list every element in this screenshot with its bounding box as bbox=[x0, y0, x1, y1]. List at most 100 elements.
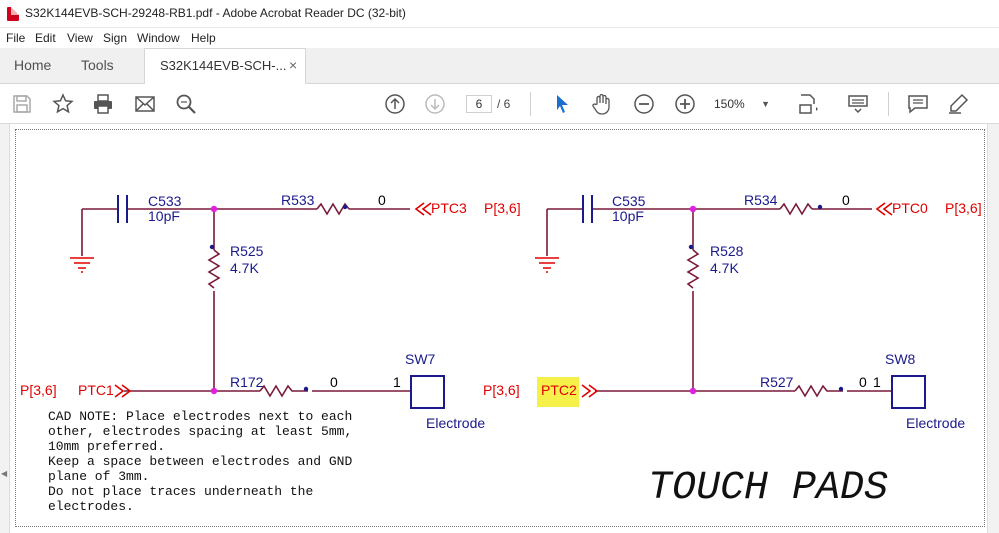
tab-tools[interactable]: Tools bbox=[81, 57, 114, 73]
sw7-electrode-label: Electrode bbox=[426, 415, 485, 431]
select-cursor-icon[interactable] bbox=[550, 92, 574, 116]
sw7-label: SW7 bbox=[405, 351, 436, 367]
email-icon[interactable] bbox=[133, 92, 157, 116]
toolbar: 6 / 6 150% ▼ bbox=[0, 84, 999, 124]
right-circuit: C535 10pF R534 0 PTC0 P[3,6] R528 4.7K P… bbox=[483, 192, 982, 431]
resistor-r533 bbox=[316, 202, 350, 216]
page-total: / 6 bbox=[497, 97, 511, 111]
ptc2-ref-label: P[3,6] bbox=[483, 382, 520, 398]
ground-symbol bbox=[70, 257, 94, 273]
left-circuit: C533 10pF R533 0 PTC3 P[3,6] R525 4.7K P… bbox=[20, 192, 521, 431]
cad-note-line: other, electrodes spacing at least 5mm, bbox=[48, 424, 352, 439]
tab-home[interactable]: Home bbox=[14, 57, 52, 73]
zoom-out-icon[interactable] bbox=[632, 92, 656, 116]
ptc3-ref-label: P[3,6] bbox=[484, 200, 521, 216]
ptc2-net-label: PTC2 bbox=[541, 382, 577, 398]
ptc3-net-label: PTC3 bbox=[431, 200, 467, 216]
junction-dot bbox=[689, 205, 697, 213]
next-page-icon[interactable] bbox=[423, 92, 447, 116]
menu-help[interactable]: Help bbox=[191, 31, 216, 45]
toolbar-separator bbox=[888, 92, 889, 116]
highlight-pen-icon[interactable] bbox=[946, 92, 970, 116]
menu-view[interactable]: View bbox=[67, 31, 93, 45]
search-highlight bbox=[537, 377, 579, 407]
cad-note: CAD NOTE: Place electrodes next to each … bbox=[48, 409, 352, 514]
ptc1-net-label: PTC1 bbox=[78, 382, 114, 398]
bookmark-star-icon[interactable] bbox=[51, 92, 75, 116]
c535-label: C535 bbox=[612, 193, 646, 209]
ptc0-ref-label: P[3,6] bbox=[945, 200, 982, 216]
cad-note-line: Do not place traces underneath the bbox=[48, 484, 313, 499]
r172-label: R172 bbox=[230, 374, 264, 390]
resistor-r172 bbox=[259, 384, 309, 398]
r525-label: R525 bbox=[230, 243, 264, 259]
cad-note-line: plane of 3mm. bbox=[48, 469, 149, 484]
page-fit-icon[interactable] bbox=[796, 92, 820, 116]
junction-dot bbox=[210, 205, 218, 213]
resistor-r534 bbox=[779, 202, 823, 216]
capacitor-c535 bbox=[582, 195, 593, 223]
cad-note-line: 10mm preferred. bbox=[48, 439, 165, 454]
menu-file[interactable]: File bbox=[6, 31, 26, 45]
hand-pan-icon[interactable] bbox=[590, 92, 614, 116]
cad-note-line: electrodes. bbox=[48, 499, 134, 514]
ptc0-net-label: PTC0 bbox=[892, 200, 928, 216]
tab-close-button[interactable]: × bbox=[289, 57, 298, 73]
c533-value: 10pF bbox=[148, 208, 180, 224]
r172-value: 0 bbox=[330, 374, 338, 390]
junction-dot bbox=[689, 387, 697, 395]
scroll-mode-icon[interactable] bbox=[846, 92, 870, 116]
vertical-scrollbar[interactable] bbox=[987, 124, 999, 533]
save-icon[interactable] bbox=[10, 92, 34, 116]
r533-value: 0 bbox=[378, 192, 386, 208]
r534-value: 0 bbox=[842, 192, 850, 208]
menu-edit[interactable]: Edit bbox=[35, 31, 56, 45]
zoom-level-value: 150% bbox=[714, 97, 745, 111]
title-bar: S32K144EVB-SCH-29248-RB1.pdf - Adobe Acr… bbox=[0, 0, 999, 28]
cad-note-line: Keep a space between electrodes and GND bbox=[48, 454, 352, 469]
r528-value: 4.7K bbox=[710, 260, 739, 276]
menu-sign[interactable]: Sign bbox=[103, 31, 128, 45]
toolbar-separator bbox=[530, 92, 531, 116]
document-view[interactable] bbox=[0, 124, 999, 533]
r525-value: 4.7K bbox=[230, 260, 259, 276]
resistor-r528 bbox=[686, 244, 700, 289]
page-number-input[interactable]: 6 bbox=[466, 95, 492, 113]
capacitor-c533 bbox=[117, 195, 128, 223]
sw8-label: SW8 bbox=[885, 351, 916, 367]
pdf-file-icon bbox=[7, 7, 19, 21]
window-title: S32K144EVB-SCH-29248-RB1.pdf - Adobe Acr… bbox=[25, 6, 406, 20]
r527-value: 0 bbox=[859, 374, 867, 390]
r527-label: R527 bbox=[760, 374, 794, 390]
tab-document[interactable]: S32K144EVB-SCH-... × bbox=[144, 48, 306, 84]
junction-dot bbox=[210, 387, 218, 395]
print-icon[interactable] bbox=[91, 92, 115, 116]
menu-window[interactable]: Window bbox=[137, 31, 180, 45]
r533-label: R533 bbox=[281, 192, 315, 208]
zoom-level-select[interactable]: 150% ▼ bbox=[714, 95, 778, 113]
sw8-electrode-pad bbox=[891, 375, 926, 409]
zoom-in-icon[interactable] bbox=[673, 92, 697, 116]
schematic-title: TOUCH PADS bbox=[648, 466, 888, 511]
find-search-icon[interactable] bbox=[174, 92, 198, 116]
cad-note-line: CAD NOTE: Place electrodes next to each bbox=[48, 409, 352, 424]
schematic-drawing: C533 10pF R533 0 PTC3 P[3,6] R525 4.7K P… bbox=[20, 192, 982, 514]
r528-label: R528 bbox=[710, 243, 744, 259]
expand-arrow-icon: ◀ bbox=[1, 469, 8, 478]
r534-label: R534 bbox=[744, 192, 778, 208]
comment-icon[interactable] bbox=[906, 92, 930, 116]
sw8-pin-label: 1 bbox=[873, 374, 881, 390]
sw8-electrode-label: Electrode bbox=[906, 415, 965, 431]
tab-document-label: S32K144EVB-SCH-... bbox=[160, 58, 287, 73]
ground-symbol bbox=[535, 257, 559, 273]
left-panel-toggle[interactable]: ◀ bbox=[0, 124, 10, 533]
resistor-r525 bbox=[207, 244, 221, 289]
tab-bar: Home Tools S32K144EVB-SCH-... × bbox=[0, 48, 999, 84]
page-border bbox=[15, 129, 985, 527]
sw7-pin-label: 1 bbox=[393, 374, 401, 390]
previous-page-icon[interactable] bbox=[383, 92, 407, 116]
sw7-electrode-pad bbox=[410, 375, 445, 409]
ptc1-ref-label: P[3,6] bbox=[20, 382, 57, 398]
c533-label: C533 bbox=[148, 193, 182, 209]
c535-value: 10pF bbox=[612, 208, 644, 224]
